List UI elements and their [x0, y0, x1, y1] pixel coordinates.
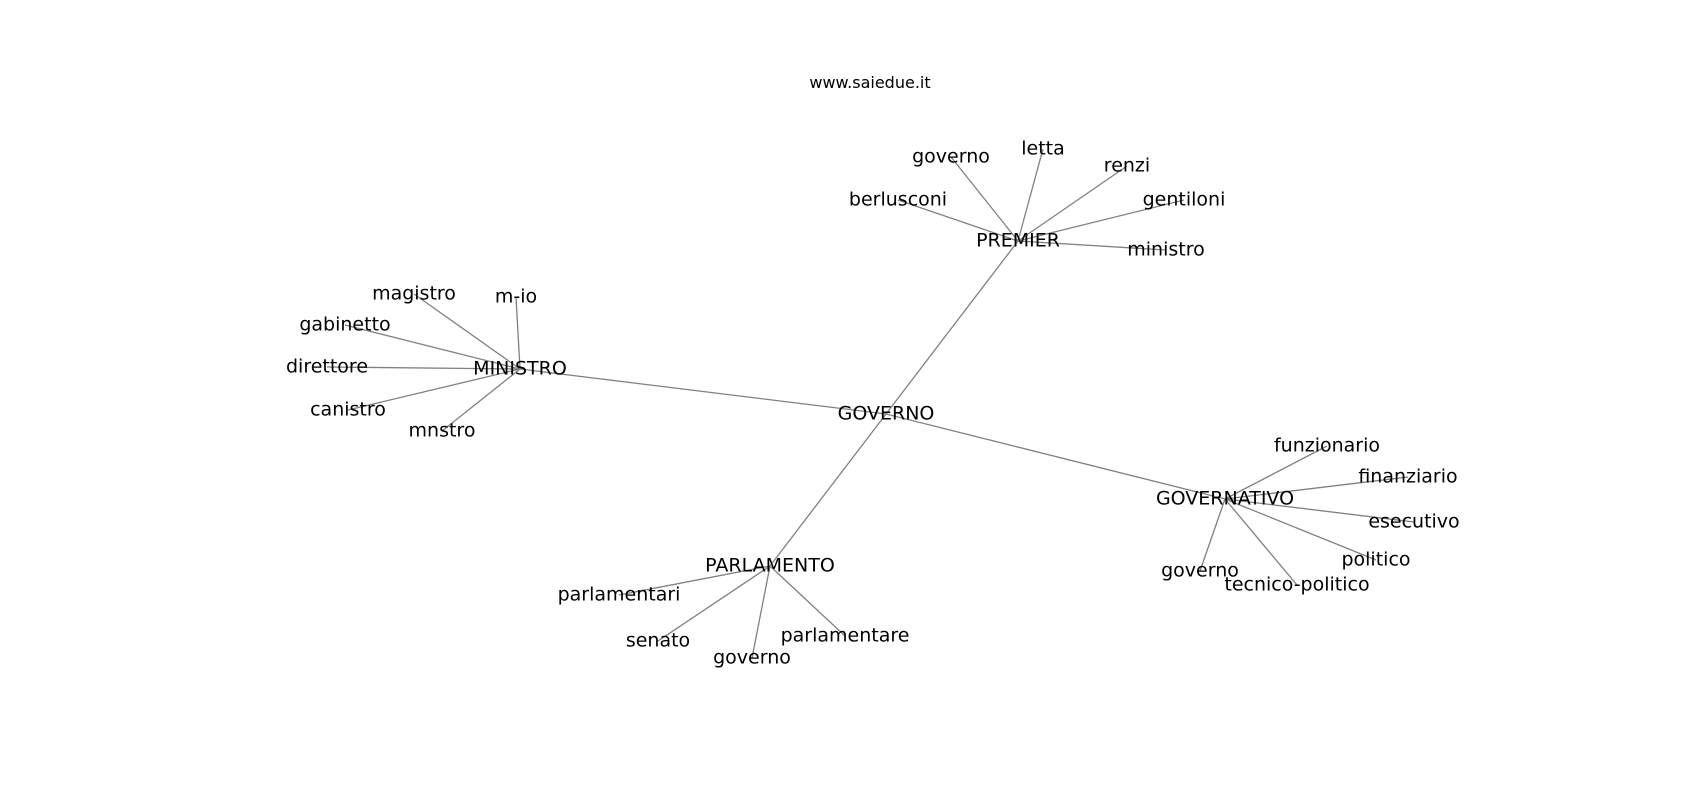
edge-parlamento-pa_parlamentare	[769, 565, 846, 637]
node-leaf-p-berlusconi: berlusconi	[849, 189, 947, 211]
node-leaf-p-governo: governo	[912, 146, 990, 168]
edge-ministro-m_canistro	[347, 368, 521, 411]
node-leaf-m-direttore: direttore	[286, 356, 368, 378]
site-watermark: www.saiedue.it	[809, 73, 930, 92]
edge-governativo-g_tecnico	[1224, 498, 1298, 586]
edges	[326, 148, 1415, 659]
node-leaf-p-ministro: ministro	[1127, 239, 1204, 261]
node-leaf-p-renzi: renzi	[1104, 155, 1150, 177]
edge-premier-p_letta	[1017, 148, 1044, 242]
node-leaf-p-gentiloni: gentiloni	[1143, 189, 1226, 211]
node-hub-parlamento: PARLAMENTO	[705, 555, 835, 577]
node-leaf-m-mnstro: mnstro	[409, 420, 476, 442]
edge-premier-p_berlusconi	[897, 199, 1019, 242]
node-leaf-m-gabinetto: gabinetto	[299, 314, 390, 336]
edge-parlamento-pa_governo	[751, 565, 771, 659]
edge-governativo-g_governo	[1199, 498, 1226, 572]
node-leaf-g-esecutivo: esecutivo	[1368, 511, 1459, 533]
edge-premier-p_renzi	[1017, 165, 1128, 242]
edge-root-ministro	[519, 368, 887, 415]
edge-governativo-g_finanziario	[1224, 476, 1409, 500]
node-leaf-g-governo: governo	[1161, 560, 1239, 582]
node-leaf-g-funzionario: funzionario	[1274, 435, 1380, 457]
edge-premier-p_ministro	[1017, 240, 1167, 251]
edge-governativo-g_esecutivo	[1224, 498, 1415, 523]
edge-ministro-m_direttore	[326, 366, 521, 370]
node-leaf-g-politico: politico	[1341, 549, 1410, 571]
node-root-governo: GOVERNO	[838, 403, 935, 425]
node-leaf-pa-parlamentari: parlamentari	[558, 584, 681, 606]
edge-ministro-m_mnstro	[441, 368, 521, 432]
node-leaf-m-canistro: canistro	[310, 399, 386, 421]
edge-root-governativo	[885, 413, 1226, 500]
node-hub-ministro: MINISTRO	[473, 358, 567, 380]
edge-parlamento-pa_senato	[657, 565, 771, 642]
edge-ministro-m_mio	[515, 296, 521, 370]
node-leaf-m-mio: m-io	[495, 286, 537, 308]
edge-governativo-g_politico	[1224, 498, 1377, 561]
node-leaf-pa-governo: governo	[713, 647, 791, 669]
node-hub-governativo: GOVERNATIVO	[1156, 488, 1294, 510]
edge-ministro-m_magistro	[413, 293, 521, 370]
edge-premier-p_gentiloni	[1017, 199, 1185, 242]
node-leaf-g-tecnico: tecnico-politico	[1224, 574, 1369, 596]
edge-governativo-g_funzionario	[1224, 445, 1328, 500]
edge-ministro-m_gabinetto	[344, 324, 521, 370]
edge-premier-p_governo	[950, 156, 1019, 242]
node-leaf-m-magistro: magistro	[372, 283, 456, 305]
node-leaf-pa-senato: senato	[626, 630, 690, 652]
node-leaf-g-finanziario: finanziario	[1358, 466, 1457, 488]
node-labels: GOVERNO PREMIER governo letta renzi berluscon…	[286, 138, 1460, 669]
edge-parlamento-pa_parlamentari	[618, 565, 771, 596]
node-hub-premier: PREMIER	[976, 230, 1060, 252]
edge-root-premier	[885, 240, 1019, 415]
node-leaf-pa-parlamentare: parlamentare	[781, 625, 910, 647]
node-leaf-p-letta: letta	[1021, 138, 1065, 160]
edge-root-parlamento	[769, 413, 887, 567]
